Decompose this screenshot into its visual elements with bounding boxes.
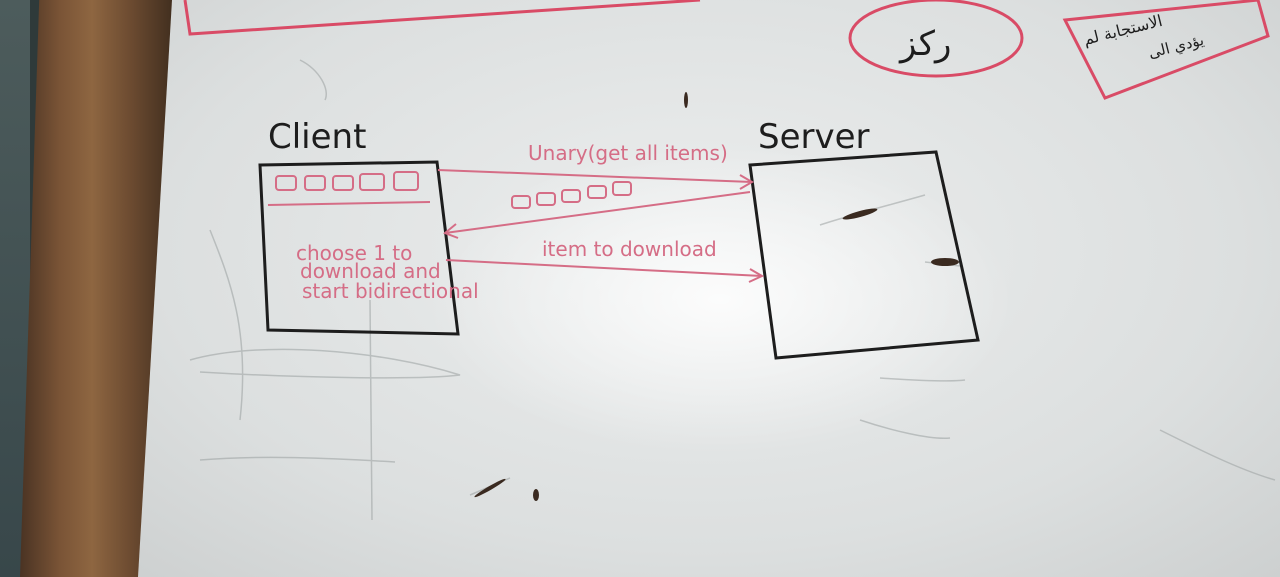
circled-note-text: ركز xyxy=(898,24,951,64)
client-note-line-1: choose 1 to xyxy=(296,241,412,265)
server-box xyxy=(748,150,980,360)
arrow-top-label: Unary(get all items) xyxy=(528,141,728,165)
client-divider xyxy=(267,201,431,206)
client-note-line-3: start bidirectional xyxy=(302,279,479,303)
board-marks xyxy=(474,92,959,501)
arrows xyxy=(437,169,765,283)
top-right-note-box xyxy=(1062,0,1270,100)
top-red-box xyxy=(183,0,701,36)
server-label: Server xyxy=(758,117,870,157)
client-label: Client xyxy=(268,117,366,157)
client-item-boxes xyxy=(275,171,419,191)
response-item-boxes xyxy=(511,181,632,209)
client-note-line-2: download and xyxy=(300,259,441,283)
arrow-bottom-label: item to download xyxy=(542,237,717,261)
client-box xyxy=(258,160,460,336)
circled-note-outline xyxy=(848,0,1024,78)
top-right-note-line-2: يؤدي الى xyxy=(1147,31,1206,63)
